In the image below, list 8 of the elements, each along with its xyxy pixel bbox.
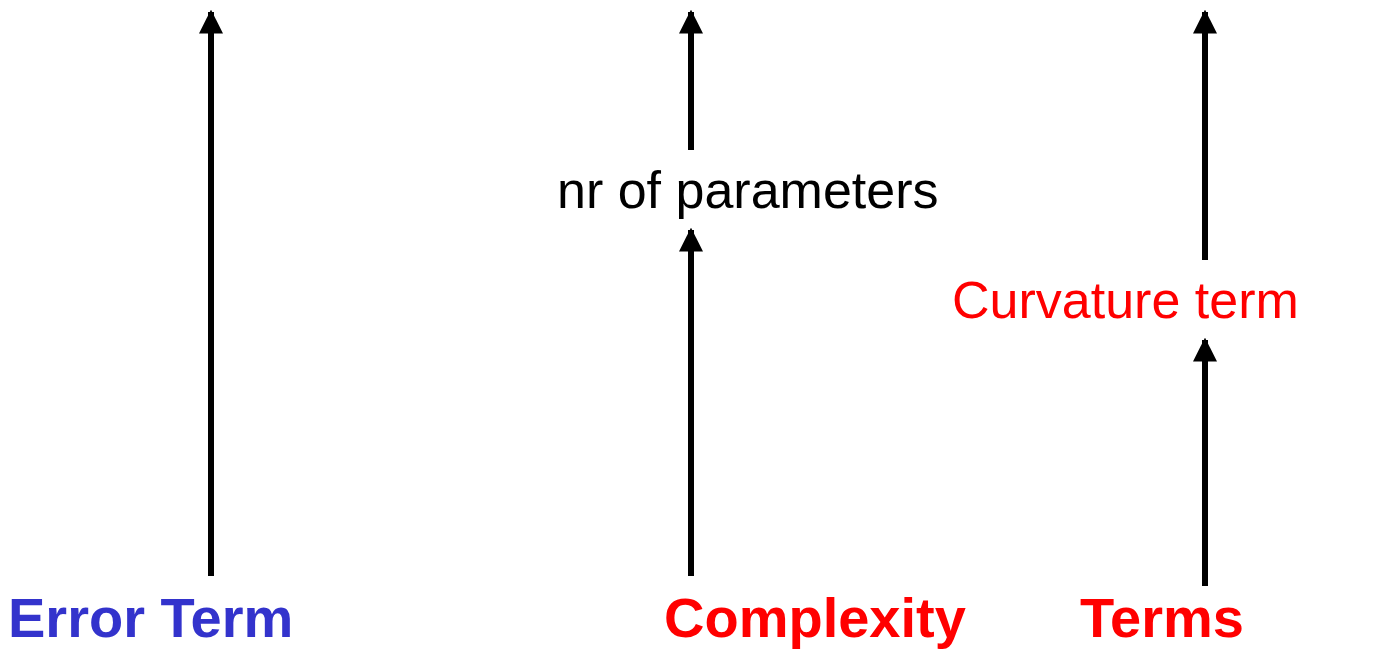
heading-label: Terms [1080,590,1244,646]
arrow [1193,9,1217,260]
term-label: Curvature term [952,274,1299,326]
arrow [679,9,703,150]
arrow [1193,337,1217,586]
heading-label: Error Term [8,590,294,646]
arrow [679,227,703,576]
arrow [199,9,223,576]
